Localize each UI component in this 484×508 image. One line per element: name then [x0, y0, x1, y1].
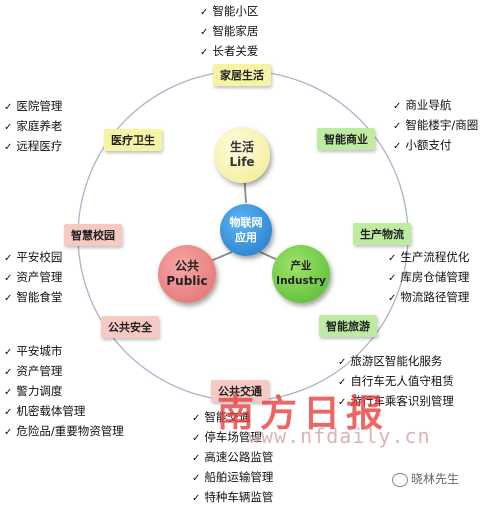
list-item: 资产管理 — [4, 268, 62, 288]
list-item: 物流路径管理 — [388, 288, 469, 308]
list-medical: 医院管理 家庭养老 远程医疗 — [4, 97, 62, 157]
label-home: 家居生活 — [213, 64, 271, 86]
list-item: 平安校园 — [4, 248, 62, 268]
list-item: 生产流程优化 — [388, 248, 469, 268]
node-industry-cn: 产业 — [290, 260, 312, 272]
list-item: 商业导航 — [393, 96, 478, 116]
list-item: 机密载体管理 — [4, 402, 124, 422]
watermark-account: 晓林先生 — [392, 470, 459, 487]
list-item: 危险品/重要物资管理 — [4, 422, 123, 442]
node-industry-en: Industry — [276, 275, 326, 287]
label-medical: 医疗卫生 — [104, 129, 162, 151]
list-item: 高速公路监管 — [192, 448, 273, 468]
list-item: 智能交通 — [192, 408, 273, 428]
node-life-cn: 生活 — [229, 140, 254, 154]
list-item: 自行车无人值守租赁 — [338, 372, 454, 392]
list-item: 停车场管理 — [192, 428, 273, 448]
wechat-icon — [392, 472, 408, 487]
label-commerce: 智能商业 — [317, 128, 375, 150]
list-item: 旅游区智能化服务 — [338, 352, 454, 372]
list-item: 智能小区 — [200, 2, 258, 22]
node-center: 物联网应用 — [220, 204, 272, 256]
list-logistics: 生产流程优化 库房仓储管理 物流路径管理 — [388, 248, 469, 308]
list-tourism: 旅游区智能化服务 自行车无人值守租赁 游行车乘客识别管理 — [338, 352, 454, 412]
list-item: 库房仓储管理 — [388, 268, 469, 288]
list-item: 资产管理 — [4, 362, 124, 382]
label-traffic: 公共交通 — [211, 380, 269, 402]
label-tourism: 智能旅游 — [319, 315, 377, 337]
node-center-label: 物联网应用 — [229, 216, 263, 244]
watermark-account-name: 晓林先生 — [411, 472, 460, 486]
list-home: 智能小区 智能家居 长者关爱 — [200, 2, 258, 62]
list-item: 船舶运输管理 — [192, 468, 273, 488]
list-item: 家庭养老 — [4, 117, 62, 137]
list-item: 游行车乘客识别管理 — [338, 392, 454, 412]
node-public-cn: 公共 — [174, 259, 199, 273]
label-logistics: 生产物流 — [353, 223, 411, 245]
list-item: 小额支付 — [393, 136, 478, 156]
label-safety: 公共安全 — [101, 316, 159, 338]
node-industry: 产业 Industry — [272, 245, 330, 303]
list-item: 智能家居 — [200, 22, 258, 42]
node-public: 公共 Public — [158, 245, 216, 303]
watermark-site: www.nfdaily.cn — [248, 424, 431, 448]
list-safety: 平安城市 资产管理 警力调度 机密载体管理 危险品/重要物资管理 — [4, 342, 124, 442]
list-commerce: 商业导航 智能楼宇/商圈 小额支付 — [393, 96, 478, 156]
list-item: 警力调度 — [4, 382, 124, 402]
list-item: 医院管理 — [4, 97, 62, 117]
list-item: 远程医疗 — [4, 137, 62, 157]
node-life-en: Life — [229, 155, 255, 169]
label-campus: 智慧校园 — [64, 224, 122, 246]
node-life: 生活 Life — [214, 127, 270, 183]
list-item: 长者关爱 — [200, 42, 258, 62]
list-traffic: 智能交通 停车场管理 高速公路监管 船舶运输管理 特种车辆监管 — [192, 408, 273, 508]
list-campus: 平安校园 资产管理 智能食堂 — [4, 248, 62, 308]
node-public-en: Public — [166, 274, 208, 288]
list-item: 平安城市 — [4, 342, 124, 362]
list-item: 特种车辆监管 — [192, 488, 273, 508]
list-item: 智能食堂 — [4, 288, 62, 308]
list-item: 智能楼宇/商圈 — [393, 116, 478, 136]
watermark-paper: 南方日报 — [217, 391, 389, 435]
